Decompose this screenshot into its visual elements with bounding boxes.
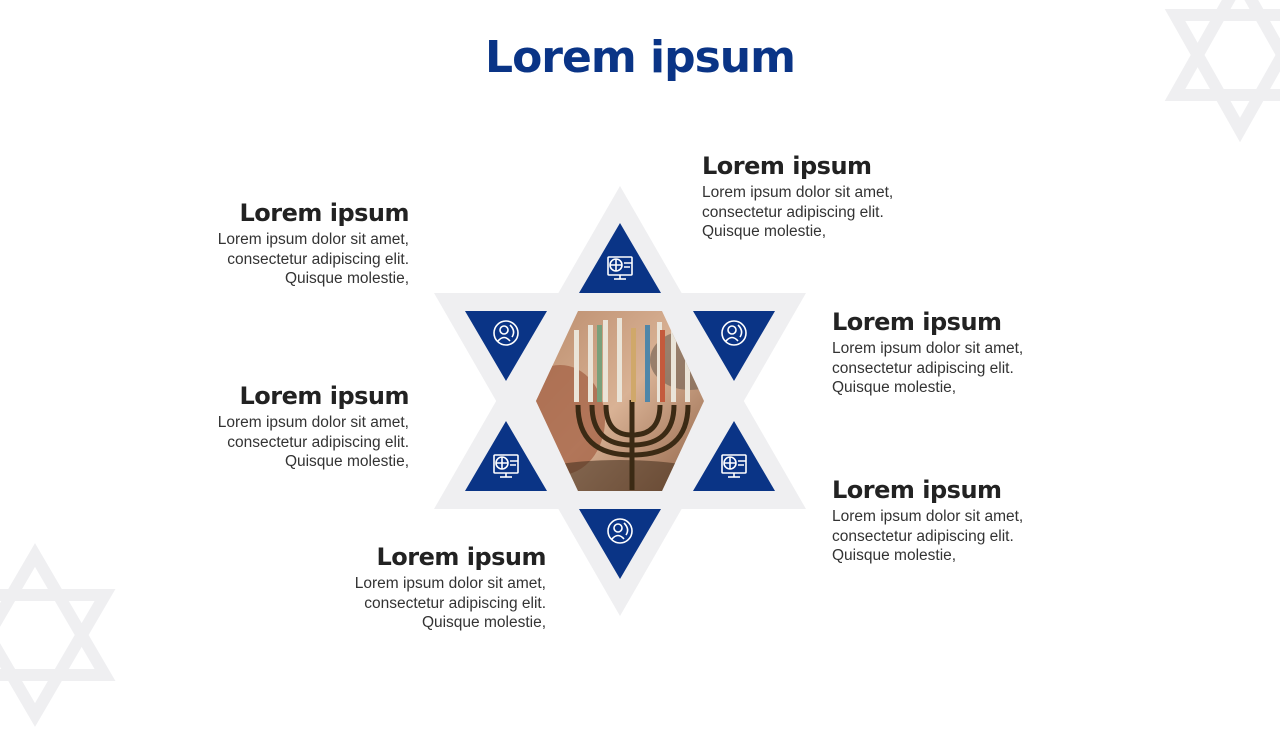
item-description: Lorem ipsum dolor sit amet, consectetur … <box>702 183 962 242</box>
star-point-lower-left <box>465 421 547 491</box>
item-line: consectetur adipiscing elit. <box>702 203 884 221</box>
item-description: Lorem ipsum dolor sit amet, consectetur … <box>286 574 546 633</box>
item-line: Lorem ipsum dolor sit amet, <box>354 575 546 592</box>
globe-presentation-icon <box>493 454 519 478</box>
person-globe-icon <box>721 320 747 346</box>
star-point-top <box>579 223 661 293</box>
globe-presentation-icon <box>607 256 633 280</box>
globe-presentation-icon <box>721 454 747 478</box>
item-description: Lorem ipsum dolor sit amet, consectetur … <box>832 339 1092 398</box>
item-heading: Lorem ipsum <box>376 543 546 571</box>
item-line: consectetur adipiscing elit. <box>832 359 1014 377</box>
item-description: Lorem ipsum dolor sit amet, consectetur … <box>149 413 409 472</box>
item-heading: Lorem ipsum <box>832 308 1002 336</box>
star-of-david-diagram <box>434 186 806 616</box>
star-point-upper-right <box>693 311 775 381</box>
item-line: Lorem ipsum dolor sit amet, <box>832 340 1024 357</box>
item-line: Quisque molestie, <box>832 547 957 564</box>
item-description: Lorem ipsum dolor sit amet, consectetur … <box>832 507 1092 566</box>
item-line: Quisque molestie, <box>284 453 409 470</box>
star-point-upper-left <box>465 311 547 381</box>
item-heading: Lorem ipsum <box>239 382 409 410</box>
star-point-bottom <box>579 509 661 579</box>
item-line: consectetur adipiscing elit. <box>832 527 1014 545</box>
star-point-lower-right <box>693 421 775 491</box>
item-description: Lorem ipsum dolor sit amet, consectetur … <box>149 230 409 289</box>
item-line: Lorem ipsum dolor sit amet, <box>702 184 894 201</box>
item-upper-left: Lorem ipsum Lorem ipsum dolor sit amet, … <box>149 198 410 289</box>
background-star-bottom-left <box>0 543 116 727</box>
item-heading: Lorem ipsum <box>702 152 872 180</box>
item-lower-right: Lorem ipsum Lorem ipsum dolor sit amet, … <box>832 475 1092 566</box>
item-line: Quisque molestie, <box>702 223 827 240</box>
item-heading: Lorem ipsum <box>239 199 409 227</box>
item-line: Lorem ipsum dolor sit amet, <box>217 414 409 431</box>
background-star-top-right <box>1164 0 1280 143</box>
item-line: consectetur adipiscing elit. <box>227 433 409 451</box>
person-globe-icon <box>607 518 633 544</box>
page-title: Lorem ipsum <box>485 32 796 83</box>
item-bottom: Lorem ipsum Lorem ipsum dolor sit amet, … <box>286 542 547 633</box>
person-globe-icon <box>493 320 519 346</box>
item-line: Quisque molestie, <box>421 614 546 631</box>
item-line: Quisque molestie, <box>284 270 409 287</box>
item-line: consectetur adipiscing elit. <box>227 250 409 268</box>
item-heading: Lorem ipsum <box>832 476 1002 504</box>
item-line: Lorem ipsum dolor sit amet, <box>217 231 409 248</box>
item-top: Lorem ipsum Lorem ipsum dolor sit amet, … <box>702 151 962 242</box>
item-line: consectetur adipiscing elit. <box>364 594 546 612</box>
item-line: Lorem ipsum dolor sit amet, <box>832 508 1024 525</box>
item-middle-right: Lorem ipsum Lorem ipsum dolor sit amet, … <box>832 307 1092 398</box>
item-line: Quisque molestie, <box>832 379 957 396</box>
item-middle-left: Lorem ipsum Lorem ipsum dolor sit amet, … <box>149 381 410 472</box>
